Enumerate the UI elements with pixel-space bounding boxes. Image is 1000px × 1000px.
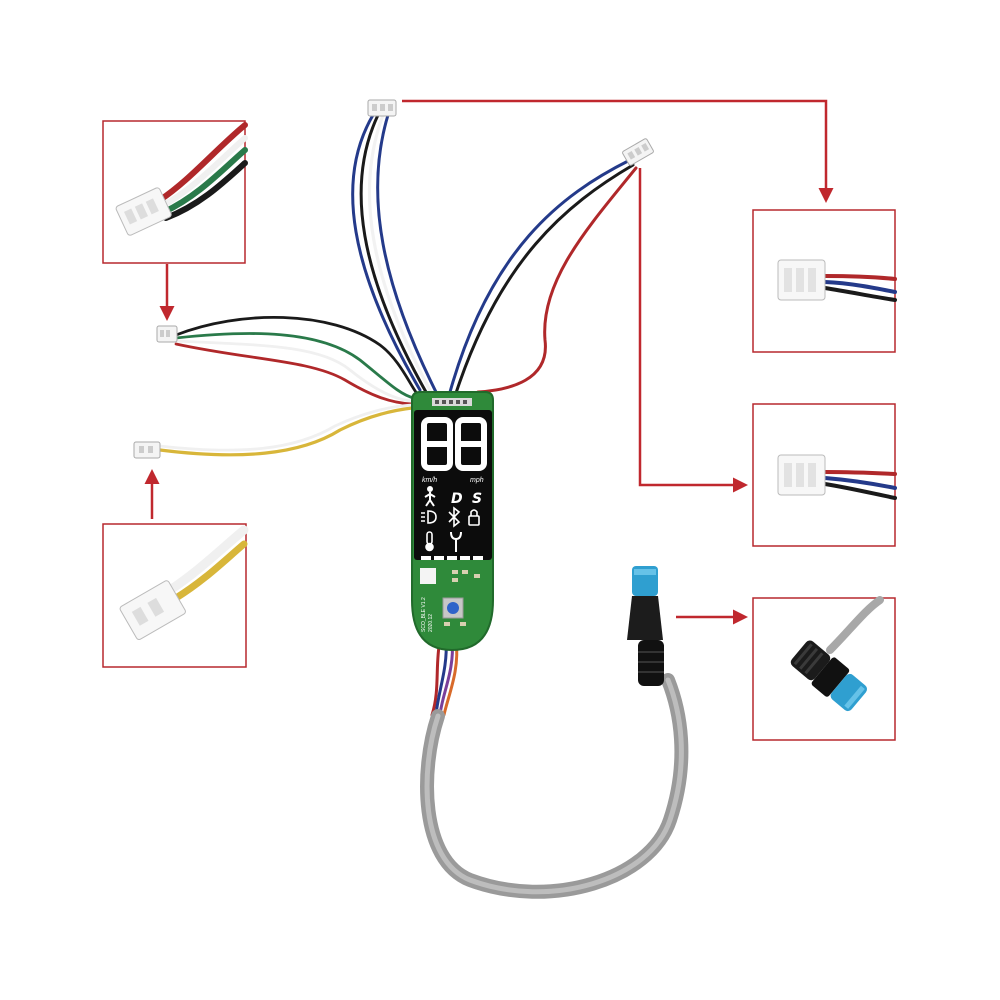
wire <box>158 403 414 452</box>
wire <box>376 113 440 398</box>
wire <box>351 113 422 392</box>
wire <box>174 339 414 403</box>
callout-frame-left-4pin <box>102 120 248 264</box>
connector-top <box>367 99 397 117</box>
battery-segments <box>421 556 483 560</box>
digit-left <box>421 417 453 471</box>
wire <box>158 406 414 457</box>
speed-digits <box>421 417 487 471</box>
mode-d-label: D <box>451 491 463 507</box>
unit-mph-label: mph <box>470 477 484 484</box>
power-button[interactable] <box>442 597 464 619</box>
wire <box>448 158 632 394</box>
gray-cable-highlight <box>424 677 684 895</box>
unit-kmh-label: km/h <box>422 477 437 484</box>
callout-frame-left-2pin <box>102 523 249 668</box>
wire <box>174 342 414 406</box>
wire <box>174 315 420 397</box>
wire-connectors <box>133 99 654 459</box>
wire-harness <box>158 113 689 899</box>
pcb-silkscreen-text: SCO_BLE V1.2 <box>421 597 427 632</box>
headlight-icon <box>421 510 437 524</box>
lock-icon <box>468 509 480 526</box>
callout-line-top-right <box>402 99 834 203</box>
pcb-date-text: 2020.12 <box>428 614 434 632</box>
wrench-icon <box>450 531 462 552</box>
callout-frame-right-3pin-upper <box>752 209 897 353</box>
walk-icon <box>424 486 436 507</box>
bluetooth-icon <box>448 506 461 528</box>
digit-right <box>455 417 487 471</box>
temperature-icon <box>425 531 434 552</box>
pcb-header <box>432 398 472 406</box>
mode-s-label: S <box>472 491 482 507</box>
waterproof-connector <box>627 566 664 686</box>
wire <box>359 113 428 394</box>
wire <box>476 166 638 394</box>
callout-frame-right-waterproof <box>752 596 896 741</box>
pcb-white-pad <box>420 568 436 584</box>
connector-upper-right <box>622 138 654 166</box>
wire <box>367 113 434 396</box>
connector-left <box>156 325 178 343</box>
wire <box>454 163 635 395</box>
wire <box>174 332 416 400</box>
callout-frame-right-3pin-lower <box>752 403 897 547</box>
callout-lines <box>144 99 834 625</box>
callout-line-mid-right <box>638 168 748 493</box>
pcb-components <box>444 570 480 626</box>
dashboard-pcb: km/h mph D S <box>411 391 494 652</box>
connector-lower-left <box>133 441 161 459</box>
